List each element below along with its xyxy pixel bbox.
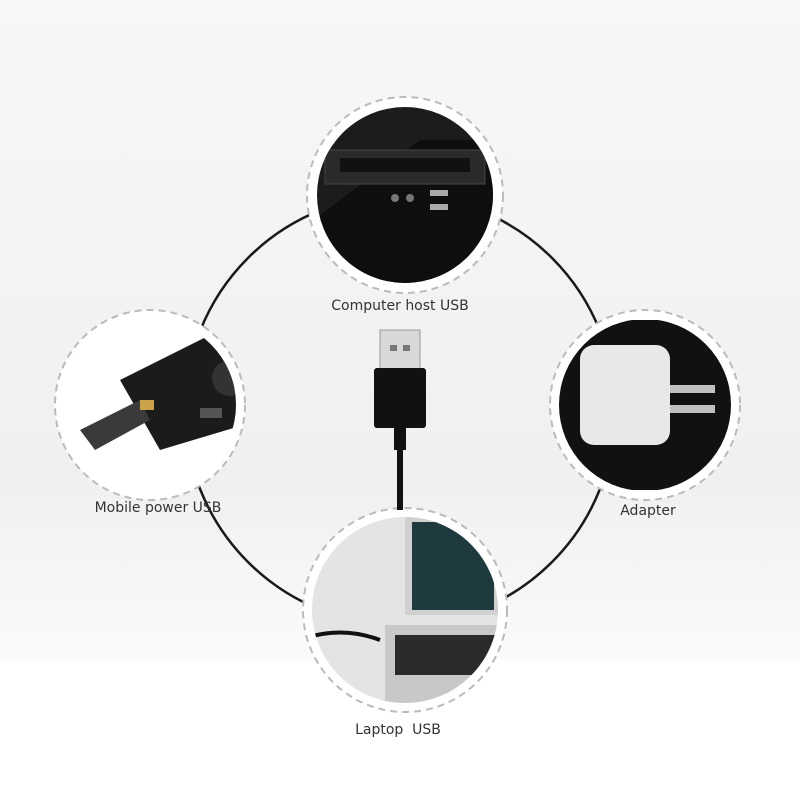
- adapter-image: [549, 309, 741, 501]
- label-laptop-usb: Laptop USB: [355, 722, 441, 738]
- label-adapter: Adapter: [620, 503, 676, 519]
- computer-host-image: [306, 96, 504, 294]
- mobile-power-image: [54, 309, 246, 501]
- laptop-image: [302, 507, 508, 713]
- label-computer-host-usb: Computer host USB: [331, 298, 469, 314]
- label-mobile-power-usb: Mobile power USB: [94, 500, 222, 516]
- usb-cable-image: [374, 329, 426, 510]
